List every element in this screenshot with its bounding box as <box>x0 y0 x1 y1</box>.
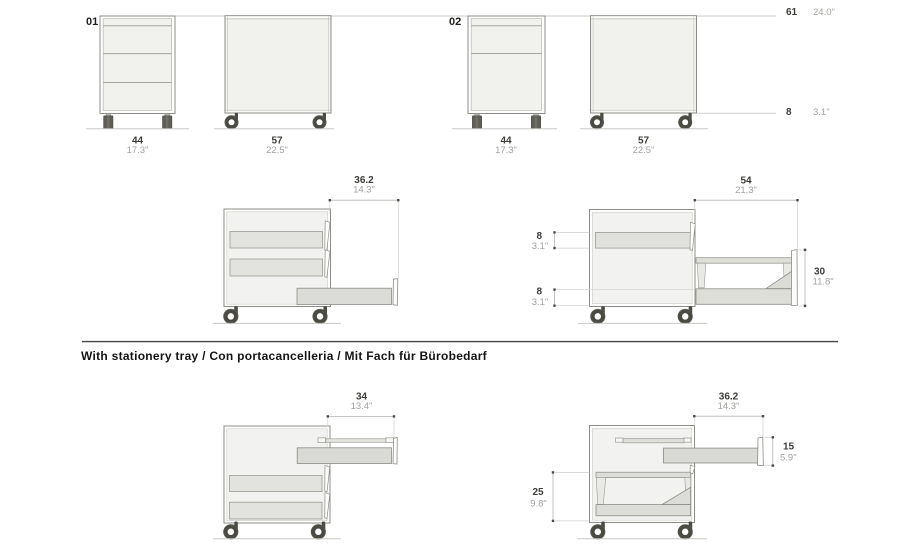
svg-text:21.3": 21.3" <box>735 185 757 196</box>
svg-text:8: 8 <box>537 231 543 242</box>
svg-text:54: 54 <box>740 176 752 187</box>
svg-text:8: 8 <box>537 287 543 298</box>
svg-text:44: 44 <box>500 136 512 147</box>
svg-text:36.2: 36.2 <box>354 175 374 186</box>
svg-text:13.4": 13.4" <box>351 401 373 412</box>
svg-text:14.3": 14.3" <box>353 185 375 196</box>
svg-text:14.3": 14.3" <box>718 401 740 412</box>
svg-text:44: 44 <box>132 136 144 147</box>
svg-text:15: 15 <box>783 442 795 453</box>
svg-text:22.5": 22.5" <box>633 145 655 156</box>
svg-text:8: 8 <box>786 107 792 118</box>
svg-text:24.0": 24.0" <box>813 7 835 18</box>
svg-text:17.3": 17.3" <box>495 145 517 156</box>
svg-text:34: 34 <box>356 391 368 402</box>
svg-text:02: 02 <box>449 16 461 28</box>
svg-text:30: 30 <box>814 266 826 277</box>
svg-text:57: 57 <box>638 136 650 147</box>
svg-text:5.9": 5.9" <box>780 453 797 464</box>
svg-text:01: 01 <box>86 16 98 28</box>
svg-text:22.5": 22.5" <box>266 145 288 156</box>
svg-text:3.1": 3.1" <box>532 297 549 308</box>
svg-text:With stationery tray / Con por: With stationery tray / Con portacancelle… <box>81 349 488 363</box>
svg-text:9.8": 9.8" <box>530 499 547 510</box>
svg-text:3.1": 3.1" <box>813 107 830 118</box>
svg-text:11.8": 11.8" <box>813 277 834 288</box>
svg-text:25: 25 <box>532 487 544 498</box>
svg-text:57: 57 <box>271 136 283 147</box>
svg-text:3.1": 3.1" <box>532 241 549 252</box>
svg-text:17.3": 17.3" <box>127 145 149 156</box>
svg-text:61: 61 <box>786 7 798 18</box>
svg-text:36.2: 36.2 <box>719 391 739 402</box>
